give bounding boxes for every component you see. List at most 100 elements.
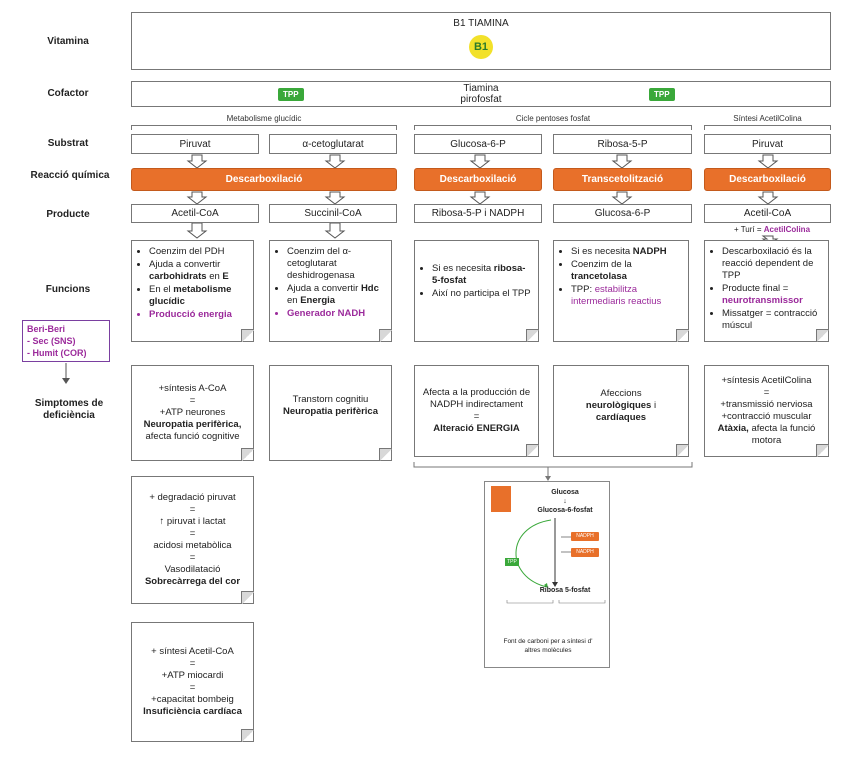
tpp-tag-right: TPP: [649, 88, 675, 101]
function-note-4: Si es necesita NADPH Coenzim de la tranc…: [553, 240, 689, 342]
cofactor-name-1: Tiamina: [463, 83, 499, 94]
func1-bullet-2: Ajuda a convertir carbohidrats en E: [149, 259, 248, 283]
func2-bullet-1: Coenzim del α-cetoglutarat deshidrogenas…: [287, 246, 386, 282]
product-acetilcoa-1: Acetil-CoA: [131, 204, 259, 223]
product-glucosa6p: Glucosa-6-P: [553, 204, 692, 223]
arrow-down: [757, 191, 779, 205]
tpp-tag-left: TPP: [278, 88, 304, 101]
note-fold: [241, 729, 254, 742]
arrow-down: [324, 191, 346, 205]
group-bracket-2: [414, 125, 692, 130]
symptom-note-1: +síntesis A-CoA = +ATP neurones Neuropat…: [131, 365, 254, 461]
func3-bullet-2: Així no participa el TPP: [432, 288, 533, 300]
arrow-down: [611, 154, 633, 169]
beri-sec: - Sec (SNS): [27, 336, 76, 346]
pentose-pathway-figure: Glucosa↓Glucosa-6-fosfat NADPH NADPH TPP…: [484, 481, 610, 668]
label-cofactor: Cofactor: [47, 88, 89, 99]
func4-bullet-2: Coenzim de la trancetolasa: [571, 259, 683, 283]
substrate-acetoglutarat: α-cetoglutarat: [269, 134, 397, 154]
vitamin-badge: B1: [469, 34, 493, 59]
cardio-note-1: + degradació piruvat = ↑ piruvat i lacta…: [131, 476, 254, 604]
function-note-5: Descarboxilació és la reacció dependent …: [704, 240, 829, 342]
label-simptomes: Simptomes de deficiència: [34, 398, 104, 421]
cardio-note-2: + síntesi Acetil-CoA = +ATP miocardi = +…: [131, 622, 254, 742]
product-ribosa-nadph: Ribosa-5-P i NADPH: [414, 204, 542, 223]
func1-bullet-1: Coenzim del PDH: [149, 246, 248, 258]
substrate-piruvat-1: Piruvat: [131, 134, 259, 154]
func3-bullet-1: Si es necesita ribosa-5-fosfat: [432, 263, 533, 287]
substrate-ribosa5p: Ribosa-5-P: [553, 134, 692, 154]
vitamin-name: B1 TIAMINA: [453, 17, 509, 29]
note-fold: [816, 329, 829, 342]
label-reaccio: Reacció química: [30, 170, 110, 181]
arrow-down: [757, 154, 779, 169]
note-fold: [241, 591, 254, 604]
label-funcions: Funcions: [45, 284, 91, 295]
group-label-acetilcolina: Síntesi AcetilColina: [733, 114, 802, 123]
func5-bullet-1: Descarboxilació és la reacció dependent …: [722, 246, 823, 282]
note-fold: [676, 329, 689, 342]
product-acetilcoa-2: Acetil-CoA: [704, 204, 831, 223]
func1-bullet-3: En el metabolisme glucídic: [149, 284, 248, 308]
label-producte: Producte: [46, 209, 90, 220]
arrow-down: [186, 191, 208, 205]
label-vitamina: Vitamina: [47, 36, 89, 47]
func1-bullet-4: Producció energia: [149, 309, 248, 321]
note-fold: [379, 448, 392, 461]
symptom-note-2: Transtorn cognitiu Neuropatia perifèrica: [269, 365, 392, 461]
note-fold: [816, 444, 829, 457]
label-substrat: Substrat: [47, 138, 89, 149]
func4-bullet-3: TPP: estabilitza intermediaris reactius: [571, 284, 683, 308]
func4-bullet-1: Si es necesita NADPH: [571, 246, 683, 258]
func5-bullet-2: Producte final = neurotransmissor: [722, 283, 823, 307]
pathway-caption: Font de carboni per a síntesi d' altres …: [503, 638, 593, 654]
note-fold: [379, 329, 392, 342]
reaction-transcetolitzacio: Transcetolització: [553, 168, 692, 191]
pathway-legend-block: [491, 486, 511, 512]
function-note-2: Coenzim del α-cetoglutarat deshidrogenas…: [269, 240, 392, 342]
pathway-nadph-1: NADPH: [571, 532, 599, 541]
substrate-glucosa6p: Glucosa-6-P: [414, 134, 542, 154]
reaction-descarboxilacio-3: Descarboxilació: [704, 168, 831, 191]
reaction-descarboxilacio-1: Descarboxilació: [131, 168, 397, 191]
arrow-down: [324, 154, 346, 169]
symptom-note-3: Afecta a la producción de NADPH indirect…: [414, 365, 539, 457]
func5-bullet-3: Missatger = contracció múscul: [722, 308, 823, 332]
function-note-3: Si es necesita ribosa-5-fosfat Així no p…: [414, 240, 539, 342]
beri-humit: - Humit (COR): [27, 348, 87, 358]
symptom-note-5: +síntesis AcetilColina = +transmissió ne…: [704, 365, 829, 457]
pathway-ribosa5p: Ribosa 5-fosfat: [539, 587, 591, 594]
beri-title: Beri-Beri: [27, 324, 66, 334]
product-succinilcoa: Succinil-CoA: [269, 204, 397, 223]
pathway-glucosa: Glucosa↓Glucosa-6-fosfat: [537, 489, 593, 514]
vitamin-box: B1 TIAMINA B1: [131, 12, 831, 70]
cofactor-box: Tiamina pirofosfat: [131, 81, 831, 107]
substrate-piruvat-2: Piruvat: [704, 134, 831, 154]
reaction-descarboxilacio-2: Descarboxilació: [414, 168, 542, 191]
note-fold: [241, 329, 254, 342]
note-fold: [676, 444, 689, 457]
turi-note: + Turí = AcetilColina: [712, 225, 832, 234]
arrow-down: [611, 191, 633, 205]
arrow-down: [469, 154, 491, 169]
symptom-note-4: Afeccions neurològiques i cardíaques: [553, 365, 689, 457]
note-fold: [241, 448, 254, 461]
group-label-metabolisme: Metabolisme glucídic: [226, 114, 302, 123]
beri-beri-box: Beri-Beri - Sec (SNS) - Humit (COR): [22, 320, 110, 362]
note-fold: [526, 444, 539, 457]
pathway-nadph-2: NADPH: [571, 548, 599, 557]
note-fold: [526, 329, 539, 342]
group-label-pentoses: Cicle pentoses fosfat: [515, 114, 591, 123]
group-bracket-1: [131, 125, 397, 130]
arrow-down: [469, 191, 491, 205]
turi-prefix: + Turí =: [733, 225, 762, 234]
arrow-down: [186, 222, 208, 239]
func2-bullet-2: Ajuda a convertir Hdc en Energia: [287, 283, 386, 307]
arrow-down: [186, 154, 208, 169]
function-note-1: Coenzim del PDH Ajuda a convertir carboh…: [131, 240, 254, 342]
pathway-tpp: TPP: [505, 558, 519, 566]
func2-bullet-3: Generador NADH: [287, 308, 386, 320]
turi-value: AcetilColina: [763, 225, 811, 234]
arrow-down: [324, 222, 346, 239]
cofactor-name-2: pirofosfat: [460, 94, 502, 105]
